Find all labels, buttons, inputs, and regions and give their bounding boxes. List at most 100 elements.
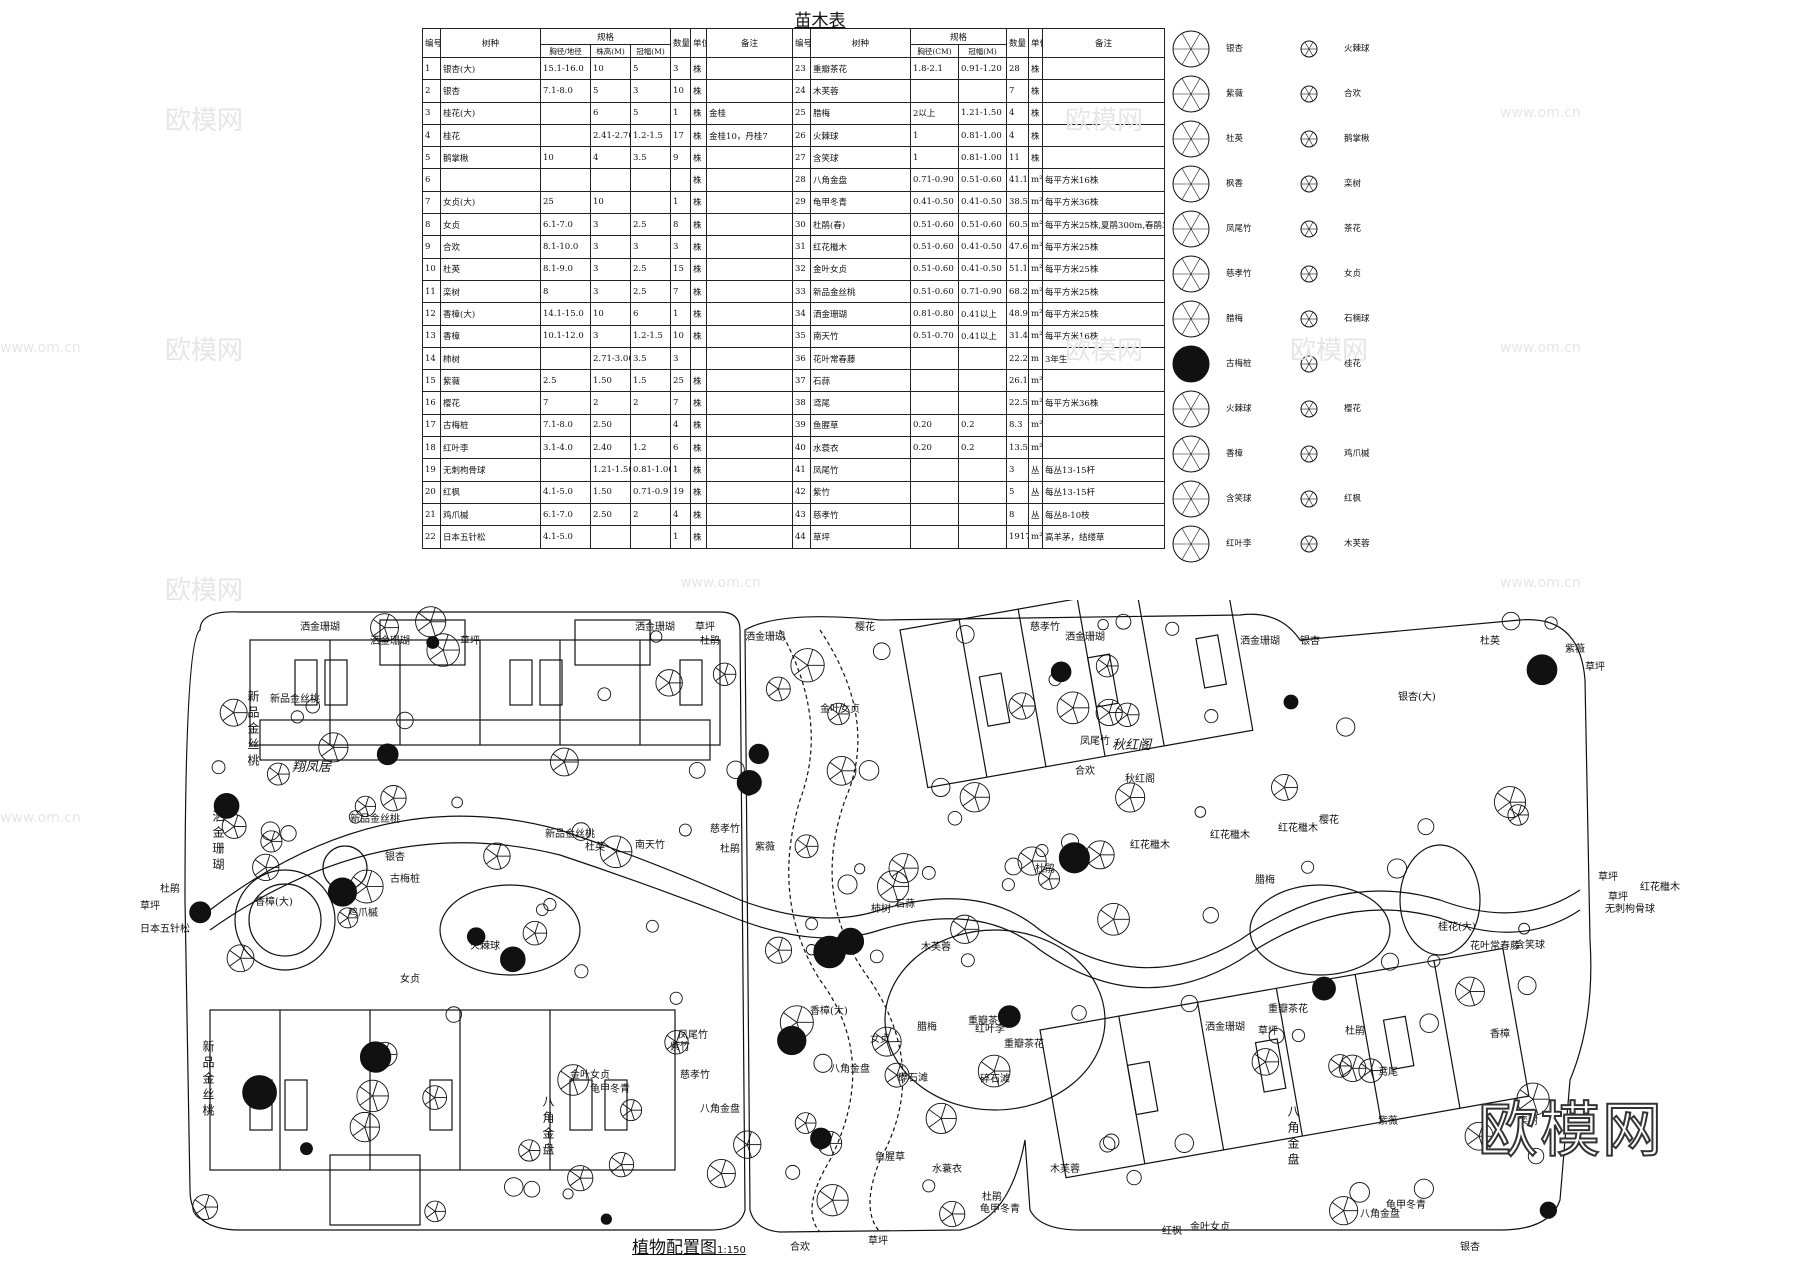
table-cell: m²	[1028, 190, 1044, 215]
site-boundary	[184, 611, 746, 1231]
tree-spoke	[191, 905, 201, 913]
vertical-label: 新品金丝桃	[246, 690, 260, 770]
table-cell: 38.5	[1006, 190, 1030, 215]
tree-spoke	[1113, 919, 1119, 935]
table-cell: 银杏(大)	[440, 56, 541, 81]
plan-label: 洒金珊瑚	[745, 632, 785, 643]
tree-spoke	[1273, 779, 1285, 788]
lawn-area	[1399, 844, 1481, 956]
table-cell: 八角金盘	[810, 168, 911, 192]
tree-spoke	[434, 1097, 439, 1110]
tree-spoke	[1273, 787, 1285, 796]
tree-spoke	[1021, 693, 1027, 707]
tree-symbol	[1097, 618, 1109, 631]
table-cell: 10	[590, 56, 631, 81]
tree-spoke	[812, 1131, 822, 1139]
tree-symbol	[504, 1177, 524, 1197]
legend-label: 银杏	[1226, 44, 1244, 54]
legend-item: 火棘球	[1288, 28, 1406, 73]
table-cell	[706, 235, 794, 259]
table-cell	[706, 324, 794, 348]
tree-spoke	[579, 1178, 585, 1191]
plan-label: 重瓣茶花	[1268, 1004, 1308, 1015]
tree-spoke	[525, 932, 536, 941]
tree-spoke	[552, 753, 565, 763]
plan-label: 紫竹	[670, 1042, 690, 1053]
large-tree-icon	[1300, 130, 1318, 148]
tree-symbol	[669, 991, 683, 1005]
tree-spoke	[222, 704, 234, 714]
tree-spoke	[953, 920, 966, 930]
col-spec: 规格	[539, 28, 672, 45]
table-cell: 2.40	[590, 436, 631, 460]
plan-label: 草坪	[868, 1236, 888, 1247]
plan-label: 重瓣茶花	[968, 1016, 1008, 1027]
legend-item: 木芙蓉	[1288, 523, 1406, 568]
tree-symbol	[922, 1179, 936, 1193]
tree-spoke	[352, 1126, 366, 1137]
tree-spoke	[1098, 659, 1108, 667]
table-cell: m²	[1028, 324, 1044, 348]
tree-spoke	[807, 665, 814, 682]
tree-spoke	[850, 941, 855, 954]
table-cell: 0.41-0.50	[957, 190, 1008, 215]
table-cell: 凤尾竹	[810, 458, 911, 482]
table-cell: 株	[690, 525, 708, 549]
table-cell: 10	[540, 146, 591, 170]
tree-spoke	[426, 1211, 436, 1218]
tree-spoke	[352, 1118, 366, 1128]
tree-spoke	[528, 1150, 534, 1161]
table-cell: 火棘球	[810, 123, 911, 148]
tree-spoke	[572, 1065, 579, 1081]
tree-spoke	[1000, 1009, 1010, 1017]
tree-symbol	[620, 1099, 643, 1122]
tree-spoke	[777, 677, 783, 690]
legend-item: 香樟	[1170, 433, 1288, 478]
table-cell: 11	[422, 279, 441, 304]
tree-symbol	[1001, 878, 1015, 892]
plan-label: 香樟(大)	[255, 897, 293, 908]
legend-label: 紫薇	[1226, 89, 1244, 99]
plan-label: 草坪	[140, 901, 160, 912]
table-cell: 红叶李	[440, 436, 541, 460]
tree-spoke	[903, 854, 909, 869]
tree-symbol	[445, 1006, 463, 1023]
table-cell: 2以上	[910, 101, 959, 125]
tree-spoke	[520, 1143, 530, 1151]
tree-spoke	[941, 1213, 953, 1222]
tree-spoke	[791, 1040, 797, 1055]
table-cell: 0.51-0.60	[910, 257, 959, 281]
tree-spoke	[1331, 1210, 1344, 1220]
plan-label: 洒金珊瑚	[1065, 632, 1105, 643]
table-cell: 1.21-1.50	[590, 458, 631, 482]
table-cell: m²	[1028, 279, 1044, 304]
legend-item: 古梅桩	[1170, 343, 1288, 388]
tree-spoke	[622, 1109, 632, 1117]
tree-symbol	[1527, 1147, 1545, 1165]
tree-spoke	[981, 1061, 995, 1072]
table-cell: 8	[1006, 502, 1030, 527]
table-cell	[706, 346, 794, 371]
plan-label: 八角金盘	[1360, 1209, 1400, 1220]
table-cell: 44	[792, 525, 811, 549]
table-cell: 9	[422, 235, 441, 259]
plan-label: 碎石滩	[980, 1074, 1010, 1085]
bamboo-cluster-icon	[1172, 255, 1210, 293]
tree-spoke	[630, 1100, 635, 1111]
tree-spoke	[841, 756, 847, 771]
table-cell: 2.50	[590, 502, 631, 527]
tree-symbol	[931, 777, 951, 798]
tree-symbol	[1349, 1182, 1370, 1203]
table-cell: m²	[1028, 235, 1044, 259]
tree-spoke	[1323, 988, 1328, 1000]
tree-spoke	[194, 1206, 206, 1215]
table-cell: 21	[422, 502, 441, 527]
